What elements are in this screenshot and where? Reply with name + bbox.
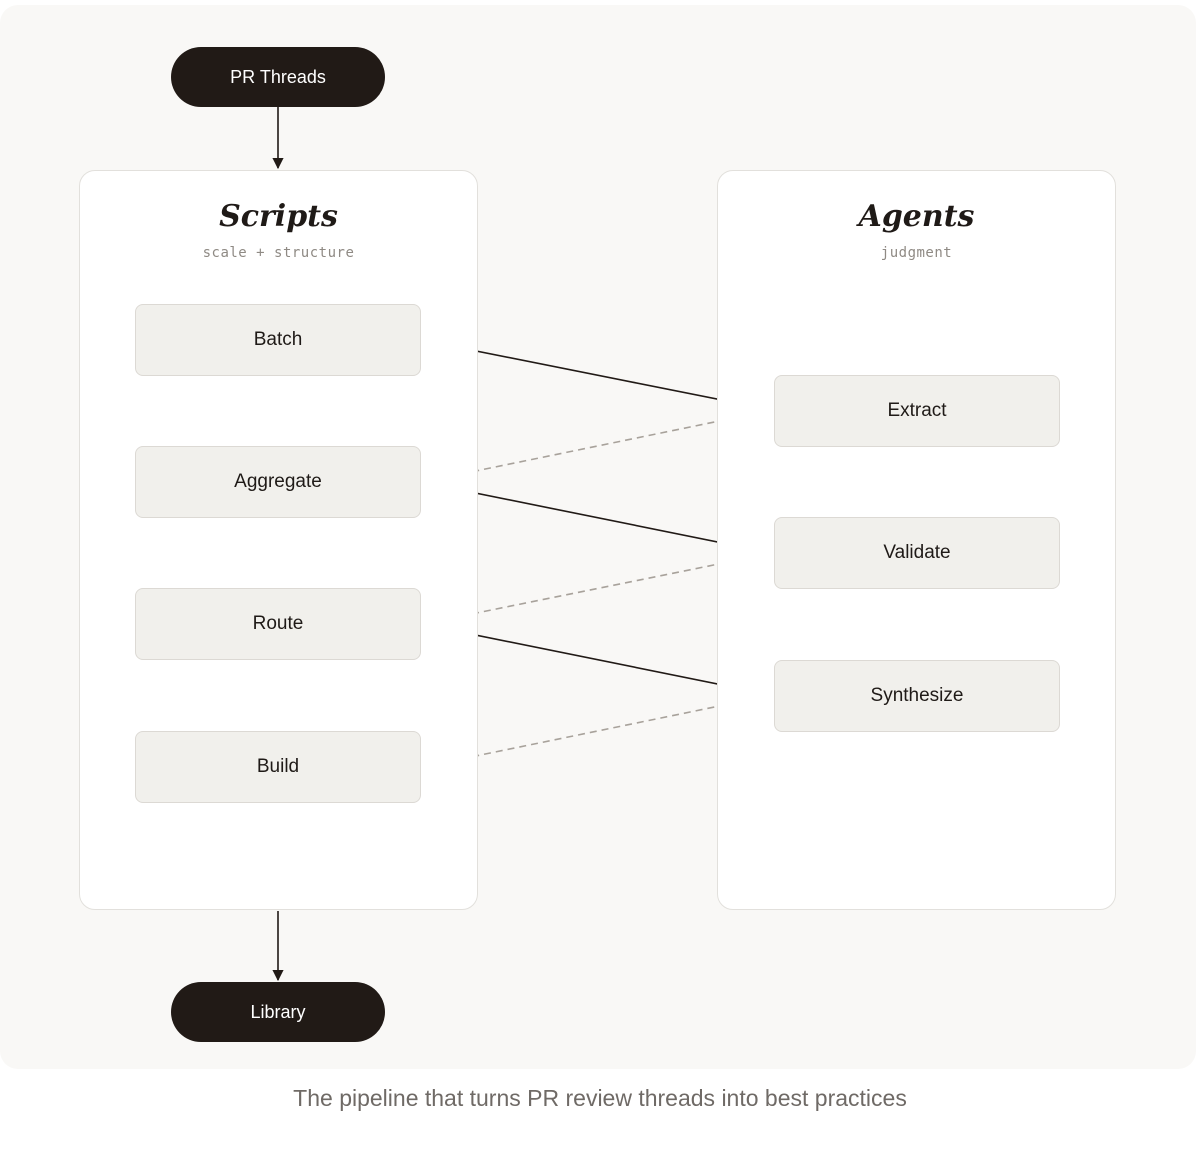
step-route: Route xyxy=(135,588,421,660)
scripts-panel-subtitle: scale + structure xyxy=(202,245,355,261)
end-node-label: Library xyxy=(250,1001,306,1022)
step-synthesize-label: Synthesize xyxy=(870,685,964,706)
step-batch-label: Batch xyxy=(253,329,303,350)
step-build-label: Build xyxy=(256,756,300,777)
start-node-label: PR Threads xyxy=(230,66,326,87)
step-extract-label: Extract xyxy=(887,400,947,421)
step-build: Build xyxy=(135,731,421,803)
start-node: PR Threads xyxy=(171,47,385,107)
end-node: Library xyxy=(171,982,385,1042)
scripts-panel-title: Scripts xyxy=(219,199,338,234)
step-validate-label: Validate xyxy=(883,542,951,563)
step-aggregate-label: Aggregate xyxy=(234,471,322,492)
agents-panel-subtitle: judgment xyxy=(880,245,953,261)
agents-panel-title: Agents xyxy=(858,199,975,234)
step-validate: Validate xyxy=(774,517,1060,589)
step-synthesize: Synthesize xyxy=(774,660,1060,732)
step-batch: Batch xyxy=(135,304,421,376)
diagram-caption: The pipeline that turns PR review thread… xyxy=(293,1085,907,1111)
step-aggregate: Aggregate xyxy=(135,446,421,518)
step-route-label: Route xyxy=(252,613,304,634)
step-extract: Extract xyxy=(774,375,1060,447)
